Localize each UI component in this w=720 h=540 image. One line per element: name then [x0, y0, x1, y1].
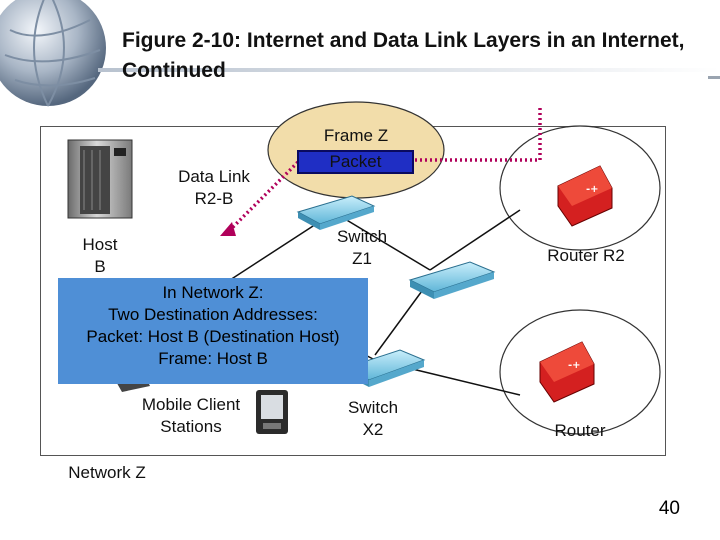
- packet-label: Packet: [329, 152, 382, 171]
- switch-x2-label: Switch X2: [347, 398, 399, 439]
- router-label: Router: [554, 421, 606, 440]
- callout-line: In Network Z:: [162, 283, 264, 302]
- data-link-label: Data Link R2-B: [178, 167, 250, 208]
- page-number: 40: [658, 498, 680, 519]
- callout-line: Packet: Host B (Destination Host): [86, 327, 340, 346]
- host-label: Host B: [82, 235, 118, 276]
- switch-z1-icon: [296, 195, 376, 230]
- mobile-device-icon: [256, 390, 288, 434]
- packet-box: [297, 150, 414, 174]
- arrow-head-icon: [220, 222, 236, 236]
- switch-z1-label: Switch Z1: [336, 227, 388, 268]
- mobile-label: Mobile Client Stations: [141, 395, 241, 436]
- svg-text:-+: -+: [586, 184, 599, 195]
- router-r2-label: Router R2: [547, 246, 625, 265]
- network-label: Network Z: [68, 463, 146, 482]
- globe-icon: [0, 0, 106, 107]
- svg-text:-+: -+: [568, 360, 581, 371]
- server-icon: [67, 139, 133, 219]
- slide-title: Figure 2-10: Internet and Data Link Laye…: [122, 29, 685, 82]
- switch-icon: [408, 261, 496, 299]
- header-rule: [98, 68, 720, 72]
- callout-line: Frame: Host B: [158, 349, 268, 368]
- router-r2-icon: -+: [557, 165, 613, 227]
- callout-line: Two Destination Addresses:: [108, 305, 318, 324]
- header-tick: [708, 76, 720, 79]
- callout-box: In Network Z: Two Destination Addresses:…: [58, 278, 368, 384]
- frame-label: Frame Z: [323, 126, 389, 145]
- frame-path: [228, 108, 542, 232]
- router-icon: -+: [539, 341, 595, 403]
